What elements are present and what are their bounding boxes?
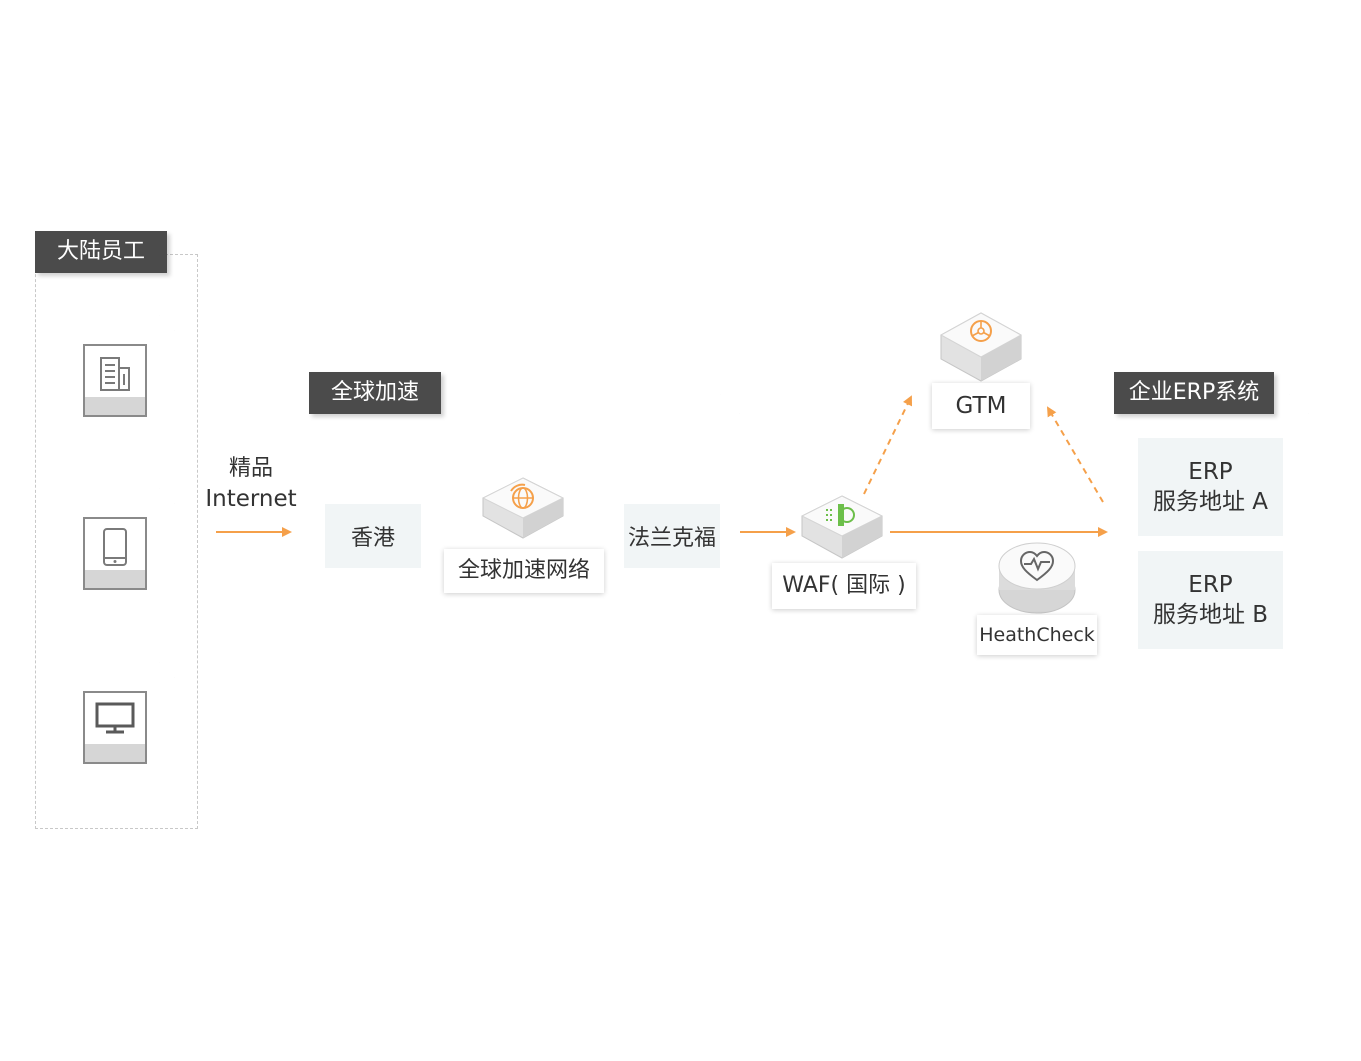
acceleration-title: 全球加速 <box>309 372 441 414</box>
global-acceleration-icon <box>481 477 565 539</box>
region-hongkong: 香港 <box>325 504 421 568</box>
device-frame <box>83 344 147 417</box>
employees-title: 大陆员工 <box>35 231 167 273</box>
device-card-office <box>57 315 175 447</box>
device-card-desktop <box>57 662 175 794</box>
building-icon <box>99 354 131 394</box>
waf-label: WAF( 国际 ) <box>772 563 916 609</box>
erp-service-b: ERP 服务地址 B <box>1138 551 1283 649</box>
erp-service-b-line1: ERP <box>1188 572 1233 598</box>
internet-label-line1: 精品 <box>228 456 273 481</box>
gtm-icon <box>939 312 1023 382</box>
erp-service-a: ERP 服务地址 A <box>1138 438 1283 536</box>
device-frame-footer <box>85 570 145 588</box>
acceleration-network-label: 全球加速网络 <box>444 549 604 593</box>
phone-icon <box>102 527 128 567</box>
arrow-waf-to-gtm <box>863 395 913 495</box>
erp-title: 企业ERP系统 <box>1114 372 1274 414</box>
device-card-mobile <box>57 488 175 620</box>
heart-pulse-icon <box>998 542 1076 614</box>
device-frame <box>83 691 147 764</box>
gtm-label: GTM <box>932 383 1030 429</box>
monitor-icon <box>95 701 135 735</box>
arrow-erp-to-gtm <box>1046 406 1104 503</box>
waf-shield-icon <box>800 495 884 559</box>
erp-service-a-line2: 服务地址 A <box>1152 489 1269 515</box>
device-frame-footer <box>85 397 145 415</box>
erp-service-b-line2: 服务地址 B <box>1152 602 1269 628</box>
region-frankfurt: 法兰克福 <box>624 504 720 568</box>
internet-label-line2: Internet <box>205 486 297 512</box>
erp-service-a-line1: ERP <box>1188 459 1233 485</box>
device-frame-footer <box>85 744 145 762</box>
internet-label: 精品 Internet <box>196 454 306 514</box>
device-frame <box>83 517 147 590</box>
healthcheck-label: HeathCheck <box>977 615 1097 655</box>
